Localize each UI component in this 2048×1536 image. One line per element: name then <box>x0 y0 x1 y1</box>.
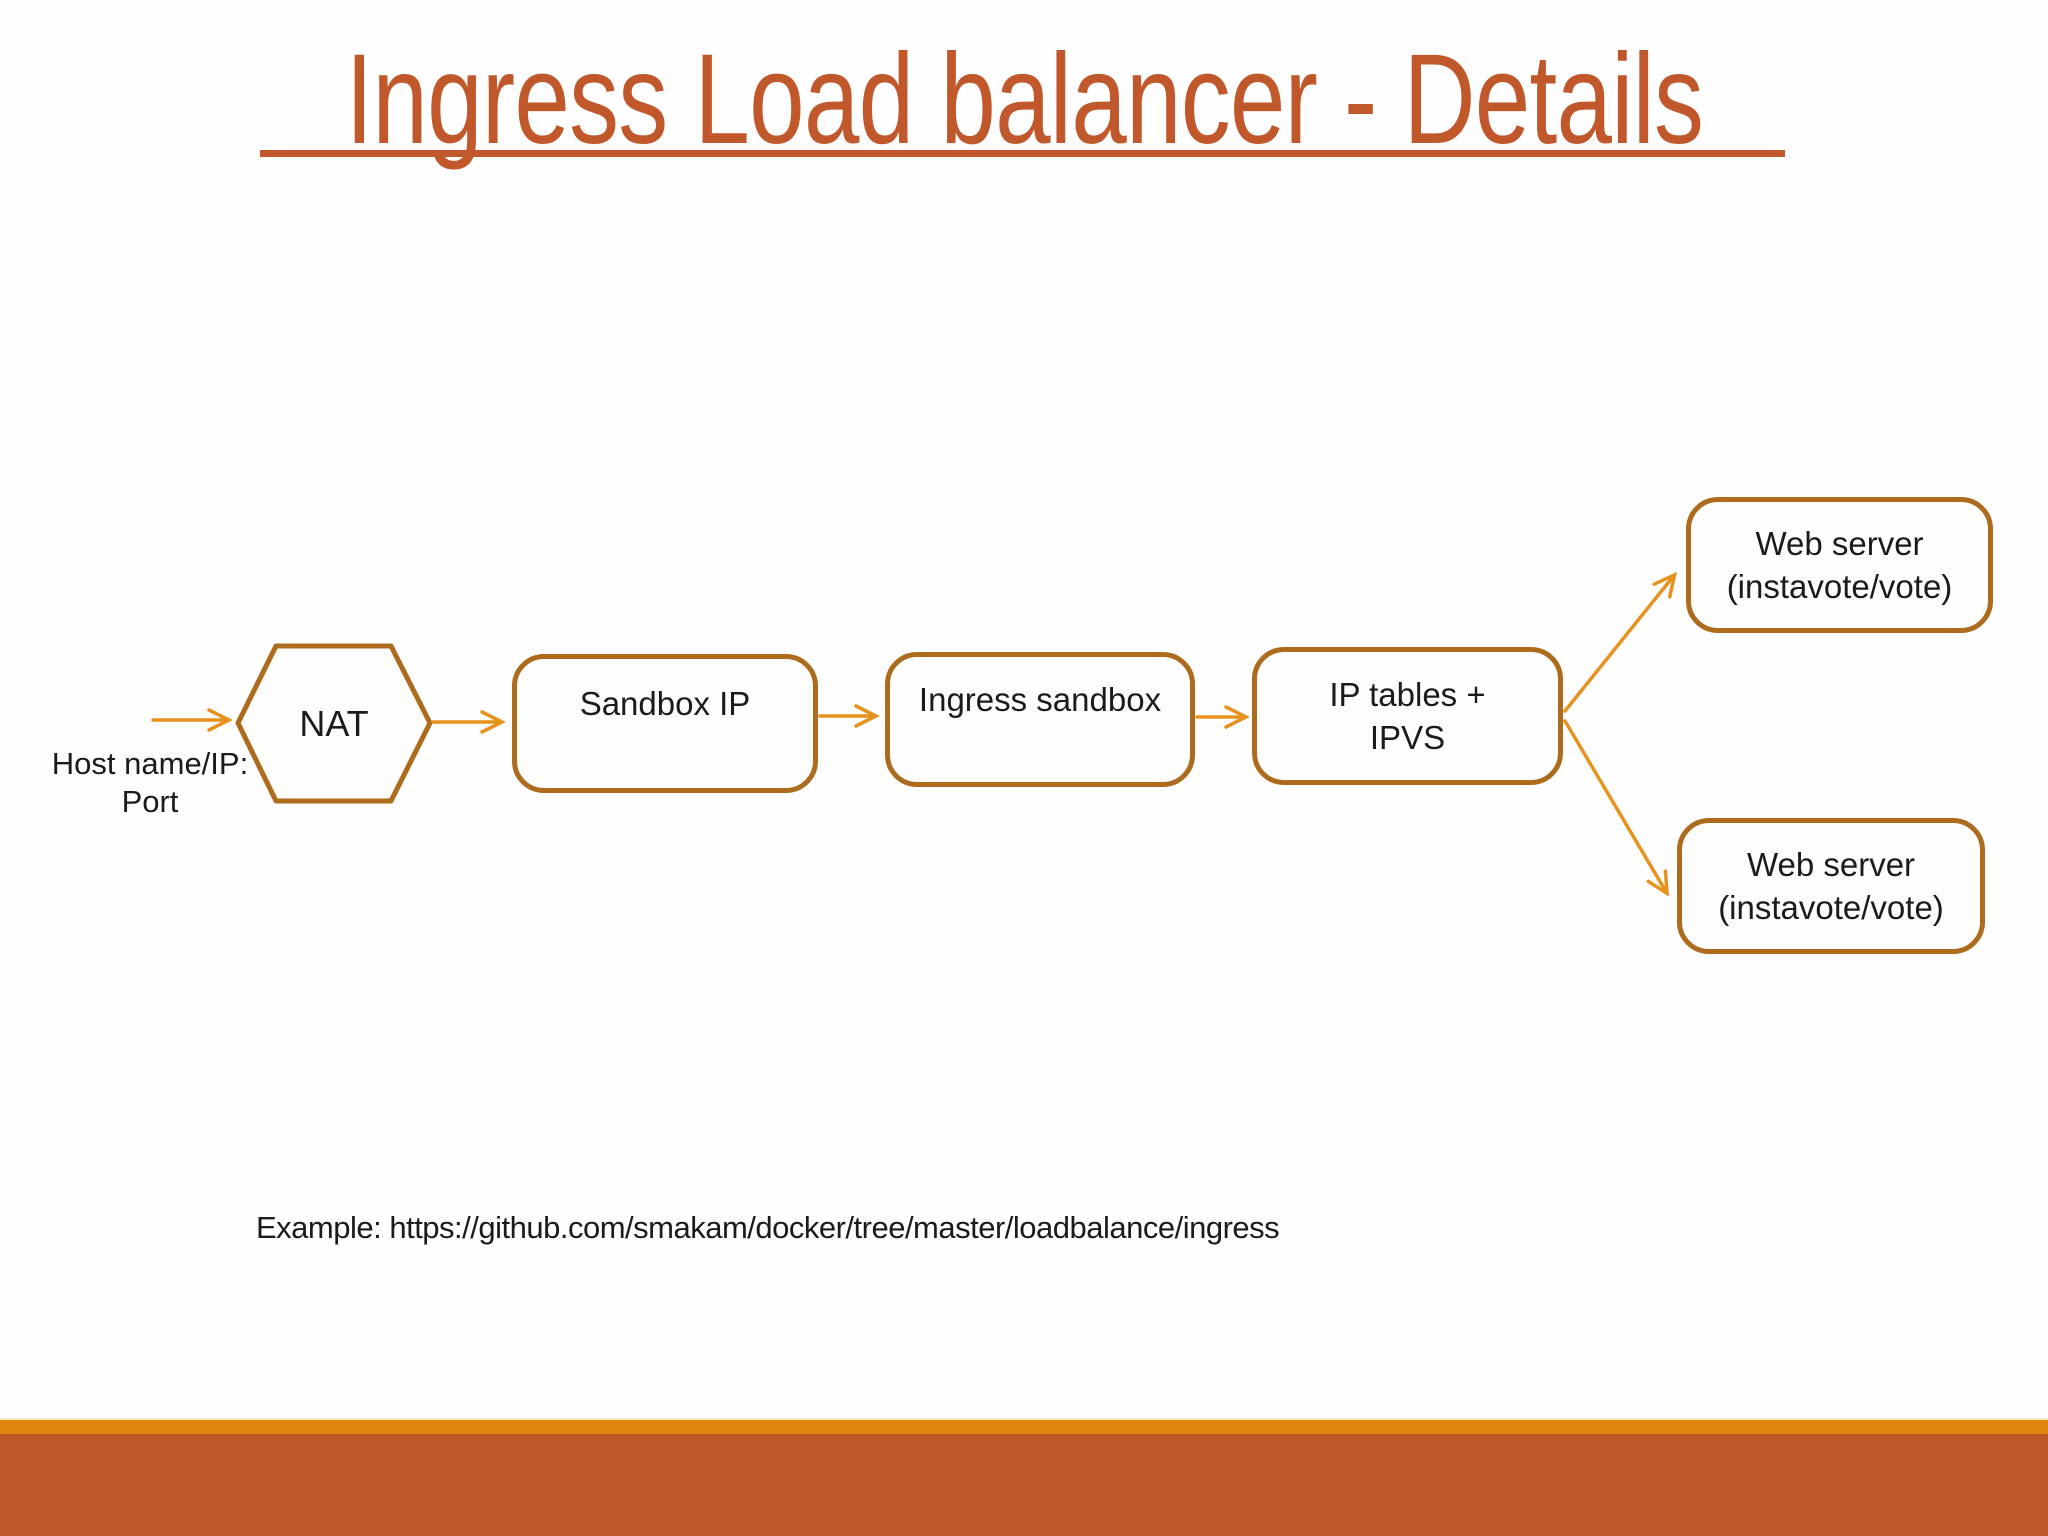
input-label-line2: Port <box>121 784 179 819</box>
node-web-server-top-line1: Web server <box>1755 525 1924 562</box>
node-web-server-bottom-line1: Web server <box>1746 846 1916 883</box>
footer-accent-strip <box>0 1418 2048 1434</box>
node-web-server-bottom-line2: (instavote/vote) <box>1718 889 1944 926</box>
iptables-to-web-bottom-arrow <box>1563 719 1670 897</box>
example-link-text: Example: https://github.com/smakam/docke… <box>256 1210 1280 1245</box>
input-label: Host name/IP: Port <box>28 745 272 821</box>
node-ip-tables-line1: IP tables + <box>1329 676 1486 713</box>
page-title-text: Ingress Load balancer - Details <box>345 28 1703 171</box>
node-ingress-sandbox: Ingress sandbox <box>885 652 1195 787</box>
footer-bar <box>0 1434 2048 1536</box>
node-sandbox-ip: Sandbox IP <box>512 654 818 793</box>
nat-hexagon-shape <box>235 643 433 804</box>
node-web-server-top: Web server (instavote/vote) <box>1686 497 1993 633</box>
input-label-line1: Host name/IP: <box>51 746 249 781</box>
node-sandbox-ip-label: Sandbox IP <box>579 685 751 722</box>
page-title: Ingress Load balancer - Details <box>0 28 2048 171</box>
node-ip-tables-line2: IPVS <box>1369 719 1446 756</box>
title-underline <box>260 150 1785 157</box>
node-ingress-sandbox-label: Ingress sandbox <box>918 681 1162 718</box>
node-web-server-bottom: Web server (instavote/vote) <box>1677 818 1985 954</box>
node-ip-tables-ipvs: IP tables + IPVS <box>1252 647 1563 785</box>
node-nat-label: NAT <box>299 702 369 744</box>
iptables-to-web-top-arrow <box>1563 571 1677 713</box>
node-web-server-top-line2: (instavote/vote) <box>1726 568 1953 605</box>
